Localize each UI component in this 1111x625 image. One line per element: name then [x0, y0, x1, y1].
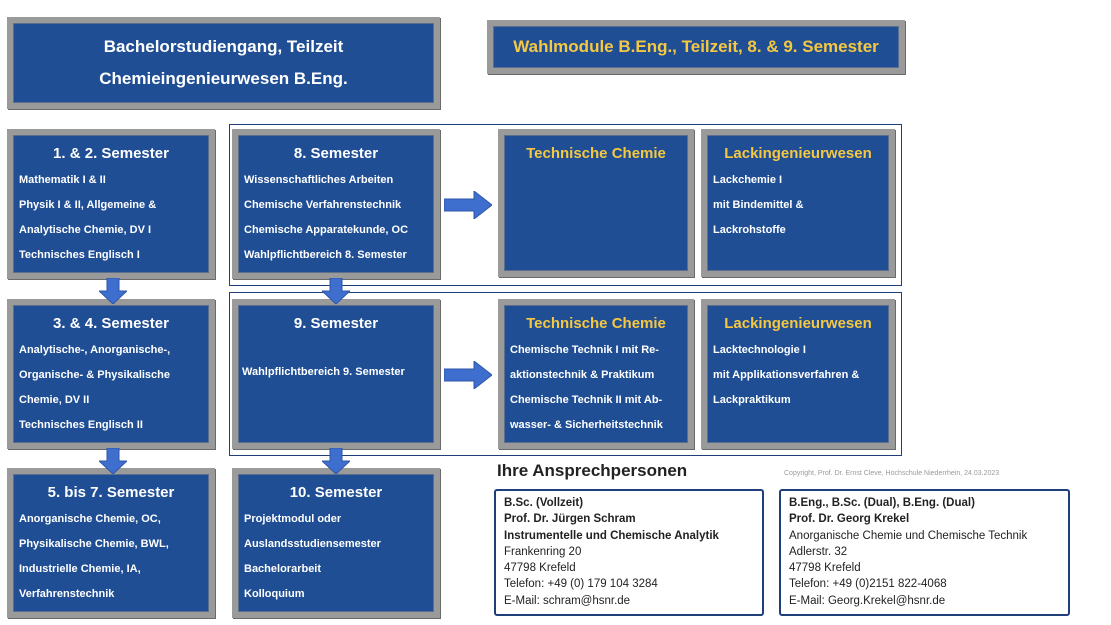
arrow-down-icon: [322, 448, 350, 474]
module-line: wasser- & Sicherheitstechnik: [510, 419, 663, 431]
contact-city: 47798 Krefeld: [504, 562, 576, 575]
module-line: Anorganische Chemie, OC,: [19, 513, 161, 525]
program-title-line1: Bachelorstudiengang, Teilzeit: [103, 37, 344, 56]
row-frame-8: [229, 124, 902, 286]
arrow-right-icon: [444, 361, 492, 389]
contacts-heading: Ihre Ansprechpersonen: [497, 461, 688, 480]
contact-street: Frankenring 20: [504, 545, 582, 558]
program-title-box: Bachelorstudiengang, Teilzeit Chemieinge…: [7, 17, 440, 109]
program-title-line2: Chemieingenieurwesen B.Eng.: [99, 69, 348, 88]
module-line: Verfahrenstechnik: [19, 588, 115, 600]
elective-box-lackingenieurwesen-8: Lackingenieurwesen Lackchemie I mit Bind…: [701, 129, 895, 277]
module-line: Projektmodul oder: [244, 513, 342, 525]
module-line: Chemische Technik I mit Re-: [510, 344, 659, 356]
semester-box-10: 10. Semester Projektmodul oder Auslandss…: [232, 468, 440, 618]
contact-email[interactable]: E-Mail: schram@hsnr.de: [504, 594, 631, 607]
contact-name: Prof. Dr. Jürgen Schram: [504, 513, 636, 526]
copyright-note: Copyright, Prof. Dr. Ernst Cleve, Hochsc…: [784, 470, 1000, 477]
contact-city: 47798 Krefeld: [789, 562, 861, 575]
module-line: Organische- & Physikalische: [19, 369, 171, 381]
semester-title: 5. bis 7. Semester: [47, 484, 175, 501]
module-line: Lacktechnologie I: [713, 344, 806, 356]
module-line: Technisches Englisch II: [19, 419, 143, 431]
elective-box-technische-chemie-8: Technische Chemie: [498, 129, 694, 277]
semester-box-3-4: 3. & 4. Semester Analytische-, Anorganis…: [7, 299, 215, 449]
module-line: Technisches Englisch I: [19, 249, 140, 261]
module-line: Wahlpflichtbereich 8. Semester: [244, 249, 407, 261]
module-line: Chemische Apparatekunde, OC: [244, 224, 409, 236]
semester-title: 10. Semester: [289, 484, 383, 501]
module-line: Auslandsstudiensemester: [244, 538, 381, 550]
module-line: Bachelorarbeit: [244, 563, 322, 575]
electives-title: Wahlmodule B.Eng., Teilzeit, 8. & 9. Sem…: [513, 37, 879, 56]
contact-department: Anorganische Chemie und Chemische Techni…: [789, 529, 1028, 542]
arrow-down-icon: [99, 278, 127, 304]
module-line: Physikalische Chemie, BWL,: [19, 538, 169, 550]
contact-name: Prof. Dr. Georg Krekel: [789, 513, 910, 526]
module-line: Industrielle Chemie, IA,: [19, 563, 141, 575]
semester-box-8: 8. Semester Wissenschaftliches Arbeiten …: [232, 129, 440, 279]
arrow-down-icon: [322, 278, 350, 304]
elective-title: Technische Chemie: [526, 315, 666, 332]
row-frame-9: [229, 292, 902, 456]
contact-card-schram: B.Sc. (Vollzeit) Prof. Dr. Jürgen Schram…: [494, 489, 764, 616]
module-line: Lackchemie I: [713, 174, 783, 186]
module-line: Analytische Chemie, DV I: [19, 224, 152, 236]
contact-email[interactable]: E-Mail: Georg.Krekel@hsnr.de: [789, 594, 946, 607]
arrow-right-icon: [444, 191, 492, 219]
module-line: Physik I & II, Allgemeine &: [19, 199, 157, 211]
semester-title: 1. & 2. Semester: [53, 145, 169, 162]
semester-box-5-7: 5. bis 7. Semester Anorganische Chemie, …: [7, 468, 215, 618]
module-line: aktionstechnik & Praktikum: [510, 369, 655, 381]
module-line: mit Bindemittel &: [713, 199, 804, 211]
semester-title: 9. Semester: [293, 315, 379, 332]
module-line: Chemische Verfahrenstechnik: [244, 199, 402, 211]
contact-card-krekel: B.Eng., B.Sc. (Dual), B.Eng. (Dual) Prof…: [779, 489, 1070, 616]
contact-department: Instrumentelle und Chemische Analytik: [504, 529, 719, 542]
elective-box-technische-chemie-9: Technische Chemie Chemische Technik I mi…: [498, 299, 694, 449]
contact-program: B.Sc. (Vollzeit): [504, 497, 584, 509]
module-line: Wissenschaftliches Arbeiten: [244, 174, 394, 186]
module-line: Chemie, DV II: [19, 394, 90, 406]
module-line: Mathematik I & II: [19, 174, 106, 186]
contact-street: Adlerstr. 32: [789, 545, 848, 558]
contact-phone: Telefon: +49 (0)2151 822-4068: [789, 578, 947, 591]
module-line: Wahlpflichtbereich 9. Semester: [242, 366, 405, 378]
module-line: mit Applikationsverfahren &: [713, 369, 860, 381]
elective-title: Technische Chemie: [526, 145, 666, 162]
semester-box-9: 9. Semester Wahlpflichtbereich 9. Semest…: [232, 299, 440, 449]
module-line: Kolloquium: [244, 588, 305, 600]
electives-title-box: Wahlmodule B.Eng., Teilzeit, 8. & 9. Sem…: [487, 20, 905, 74]
semester-title: 8. Semester: [293, 145, 379, 162]
module-line: Chemische Technik II mit Ab-: [510, 394, 663, 406]
module-line: Analytische-, Anorganische-,: [19, 344, 171, 356]
semester-title: 3. & 4. Semester: [53, 315, 169, 332]
contact-program: B.Eng., B.Sc. (Dual), B.Eng. (Dual): [789, 497, 975, 509]
elective-title: Lackingenieurwesen: [724, 145, 872, 162]
elective-title: Lackingenieurwesen: [724, 315, 872, 332]
contact-phone: Telefon: +49 (0) 179 104 3284: [504, 578, 658, 591]
arrow-down-icon: [99, 448, 127, 474]
module-line: Lackpraktikum: [713, 394, 791, 406]
module-line: Lackrohstoffe: [713, 224, 786, 236]
semester-box-1-2: 1. & 2. Semester Mathematik I & II Physi…: [7, 129, 215, 279]
elective-box-lackingenieurwesen-9: Lackingenieurwesen Lacktechnologie I mit…: [701, 299, 895, 449]
